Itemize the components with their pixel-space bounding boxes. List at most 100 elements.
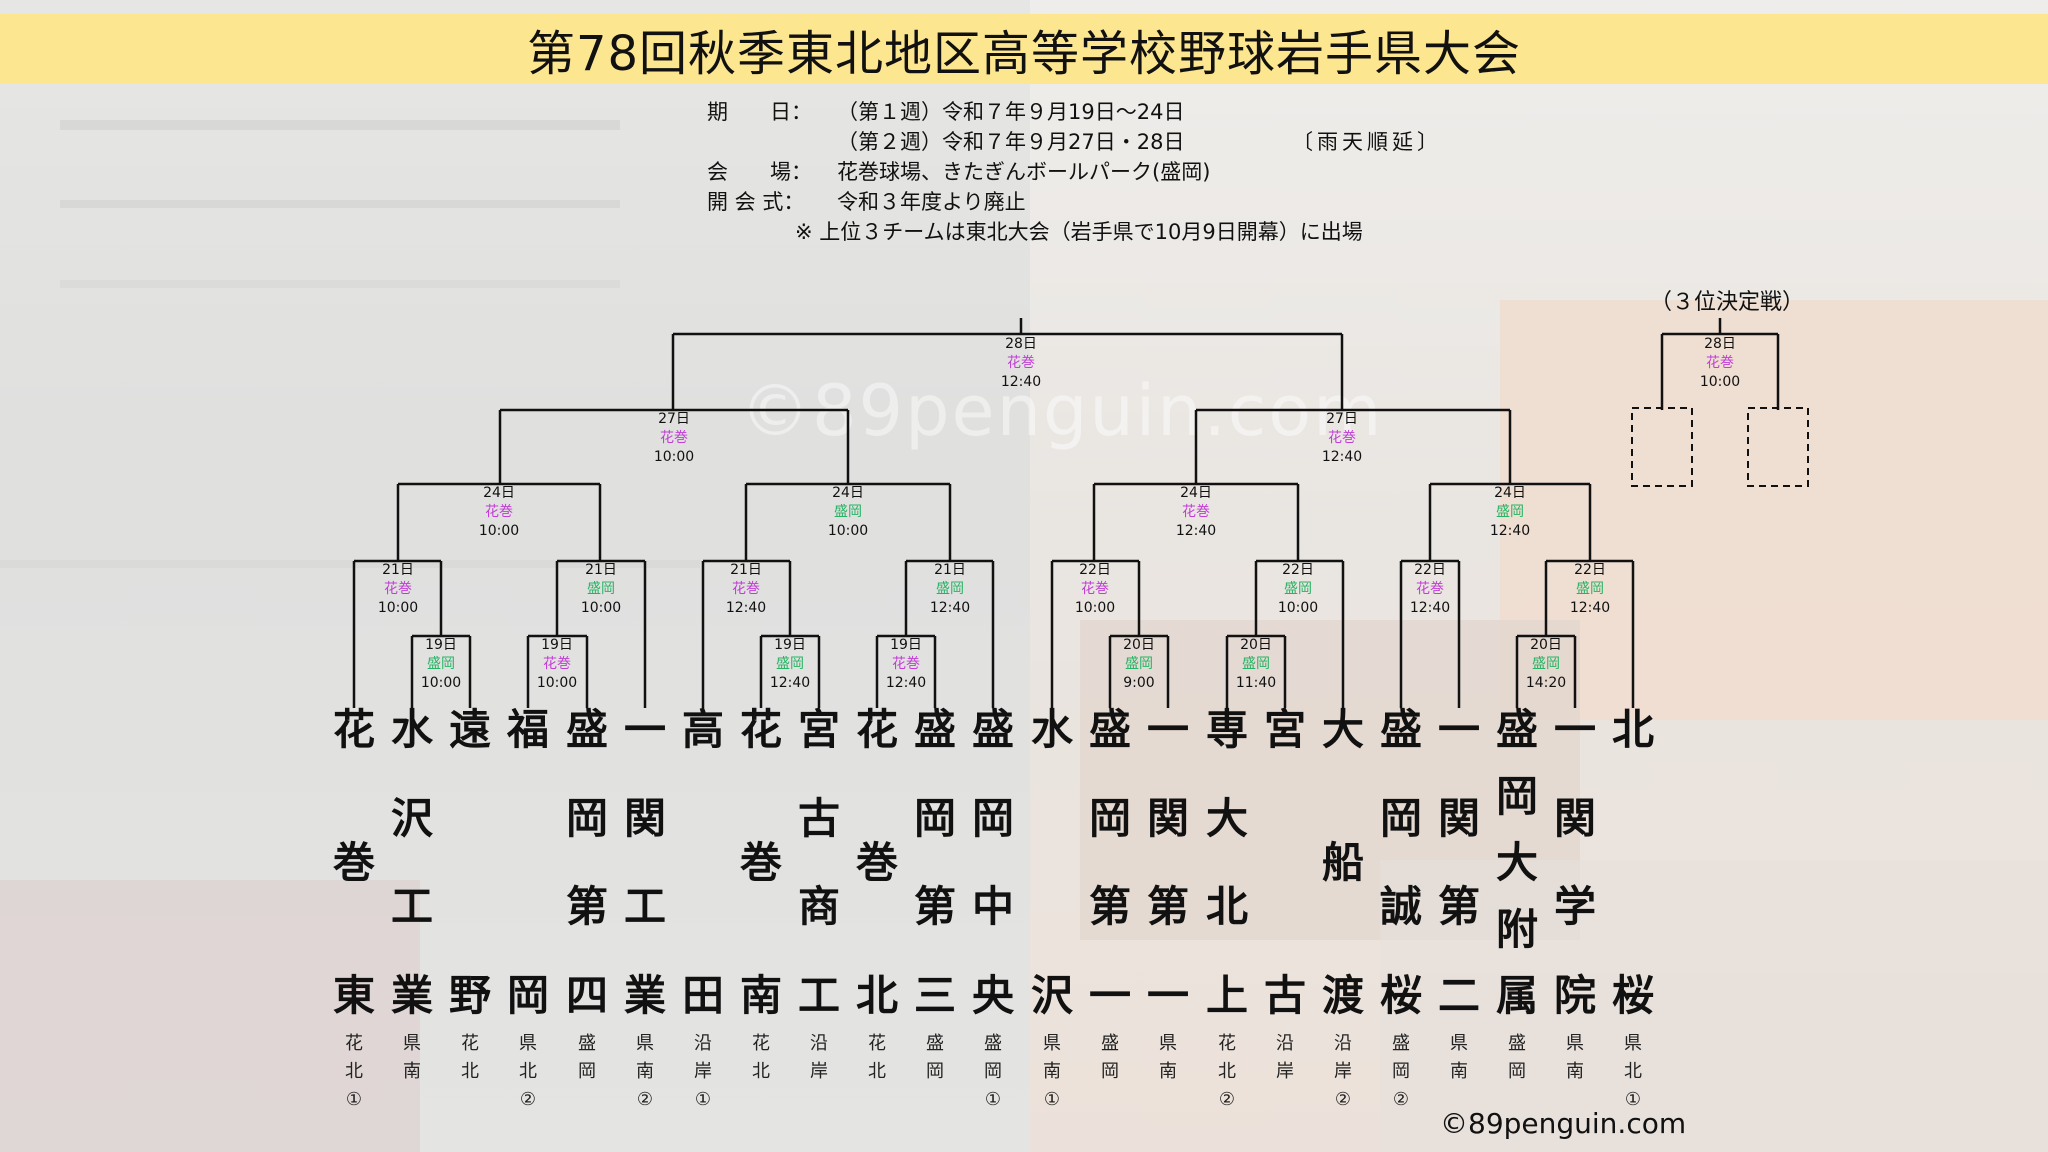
team-region: 県南: [1546, 1030, 1604, 1086]
team-name-char: 遠: [448, 705, 491, 754]
team-region-char: ①: [1043, 1089, 1061, 1110]
team-region-char: 南: [1450, 1061, 1468, 1082]
match-date: 22日: [1414, 562, 1446, 578]
team-name-char: 属: [1495, 971, 1538, 1020]
team-name-char: 南: [739, 971, 782, 1020]
team-name-char: 巻: [739, 838, 782, 887]
team-name-char: 水: [390, 705, 433, 754]
team-region-char: 県: [1566, 1033, 1584, 1054]
team-name: 盛岡中央: [964, 708, 1022, 1018]
venue-text: 花巻球場、きたぎんボールパーク(盛岡): [837, 160, 1211, 184]
team-name-char: 盛: [913, 705, 956, 754]
team-region-char: ②: [519, 1089, 537, 1110]
team-name-char: 業: [623, 970, 666, 1020]
team-name-char: 関: [1146, 793, 1189, 843]
team-region-char: 花: [752, 1033, 770, 1054]
team-region: 県南: [1430, 1030, 1488, 1086]
match-time: 14:20: [1525, 675, 1567, 691]
team-name-char: 巻: [332, 838, 375, 887]
team-name: 大船渡: [1314, 708, 1372, 1018]
team-name: 盛岡誠桜: [1372, 708, 1430, 1018]
team-region-char: 北: [519, 1061, 537, 1082]
team-name-char: 央: [971, 970, 1014, 1020]
team-region-char: 岡: [984, 1061, 1002, 1082]
team-name-char: 第: [565, 882, 608, 932]
team-name: 北桜: [1604, 708, 1662, 1018]
period-label: 期 日：: [707, 100, 812, 124]
match-time: 10:00: [580, 600, 622, 616]
team-name-char: 大: [1205, 793, 1248, 843]
match-date: 28日: [1005, 336, 1037, 352]
team-name-char: 宮: [1263, 705, 1306, 754]
team-name: 盛岡第四: [558, 708, 616, 1018]
match-date: 27日: [658, 411, 690, 427]
match-time: 12:40: [929, 600, 971, 616]
team-region: 県南: [1139, 1030, 1197, 1086]
team-region-char: 花: [868, 1033, 886, 1054]
team-region-char: 南: [403, 1061, 421, 1082]
team-name-char: 田: [681, 971, 724, 1020]
team-name-char: 岡: [506, 971, 549, 1020]
team-name: 盛岡第一: [1081, 708, 1139, 1018]
team-region-char: 県: [403, 1033, 421, 1054]
match-date: 28日: [1704, 336, 1736, 352]
team-name: 花巻南: [732, 708, 790, 1018]
match-time: 9:00: [1123, 675, 1155, 691]
team-region-char: 南: [1159, 1061, 1177, 1082]
team-name: 一関工業: [616, 708, 674, 1018]
team-region-char: 盛: [578, 1033, 596, 1054]
match-date: 20日: [1240, 637, 1272, 653]
team-name: 高田: [674, 708, 732, 1018]
match-time: 12:40: [1489, 523, 1531, 539]
team-name-char: 水: [1030, 705, 1073, 754]
match-time: 10:00: [420, 675, 462, 691]
match-date: 21日: [934, 562, 966, 578]
team-region-char: 県: [519, 1033, 537, 1054]
team-name-char: 桜: [1379, 970, 1422, 1020]
match-time: 10:00: [827, 523, 869, 539]
match-venue: 花巻: [1007, 355, 1035, 371]
team-name: 宮古: [1256, 708, 1314, 1018]
match-venue: 盛岡: [834, 504, 862, 520]
team-region-char: 沿: [1276, 1033, 1294, 1054]
team-region-char: 県: [1159, 1033, 1177, 1054]
match-date: 27日: [1326, 411, 1358, 427]
team-name-char: 古: [1263, 971, 1306, 1020]
team-region-char: 北: [868, 1061, 886, 1082]
match-date: 24日: [483, 485, 515, 501]
team-name-char: 上: [1205, 970, 1248, 1020]
team-region-char: 南: [1043, 1061, 1061, 1082]
team-name: 一関第二: [1430, 708, 1488, 1018]
team-name-char: 関: [1553, 793, 1596, 843]
match-time: 10:00: [653, 449, 695, 465]
match-time: 10:00: [1074, 600, 1116, 616]
team-name-char: 北: [1611, 705, 1654, 754]
match-venue: 盛岡: [936, 581, 964, 597]
team-region-char: 県: [1450, 1033, 1468, 1054]
team-region-char: ②: [636, 1089, 654, 1110]
match-venue: 花巻: [543, 656, 571, 672]
qualification-note: ※ 上位３チームは東北大会（岩手県で10月9日開幕）に出場: [795, 220, 1363, 244]
team-region: 盛岡: [906, 1030, 964, 1086]
period-week-1: （第１週）令和７年９月19日～24日: [837, 100, 1185, 124]
match-venue: 盛岡: [1242, 656, 1270, 672]
match-venue: 花巻: [660, 430, 688, 446]
match-date: 24日: [1180, 485, 1212, 501]
match-time: 12:40: [1409, 600, 1451, 616]
page-title: 第78回秋季東北地区高等学校野球岩手県大会: [0, 14, 2048, 84]
team-region-char: 南: [1566, 1061, 1584, 1082]
team-name: 一関第一: [1139, 708, 1197, 1018]
team-region-char: 岡: [578, 1061, 596, 1082]
team-region: 県南: [383, 1030, 441, 1086]
match-date: 21日: [730, 562, 762, 578]
